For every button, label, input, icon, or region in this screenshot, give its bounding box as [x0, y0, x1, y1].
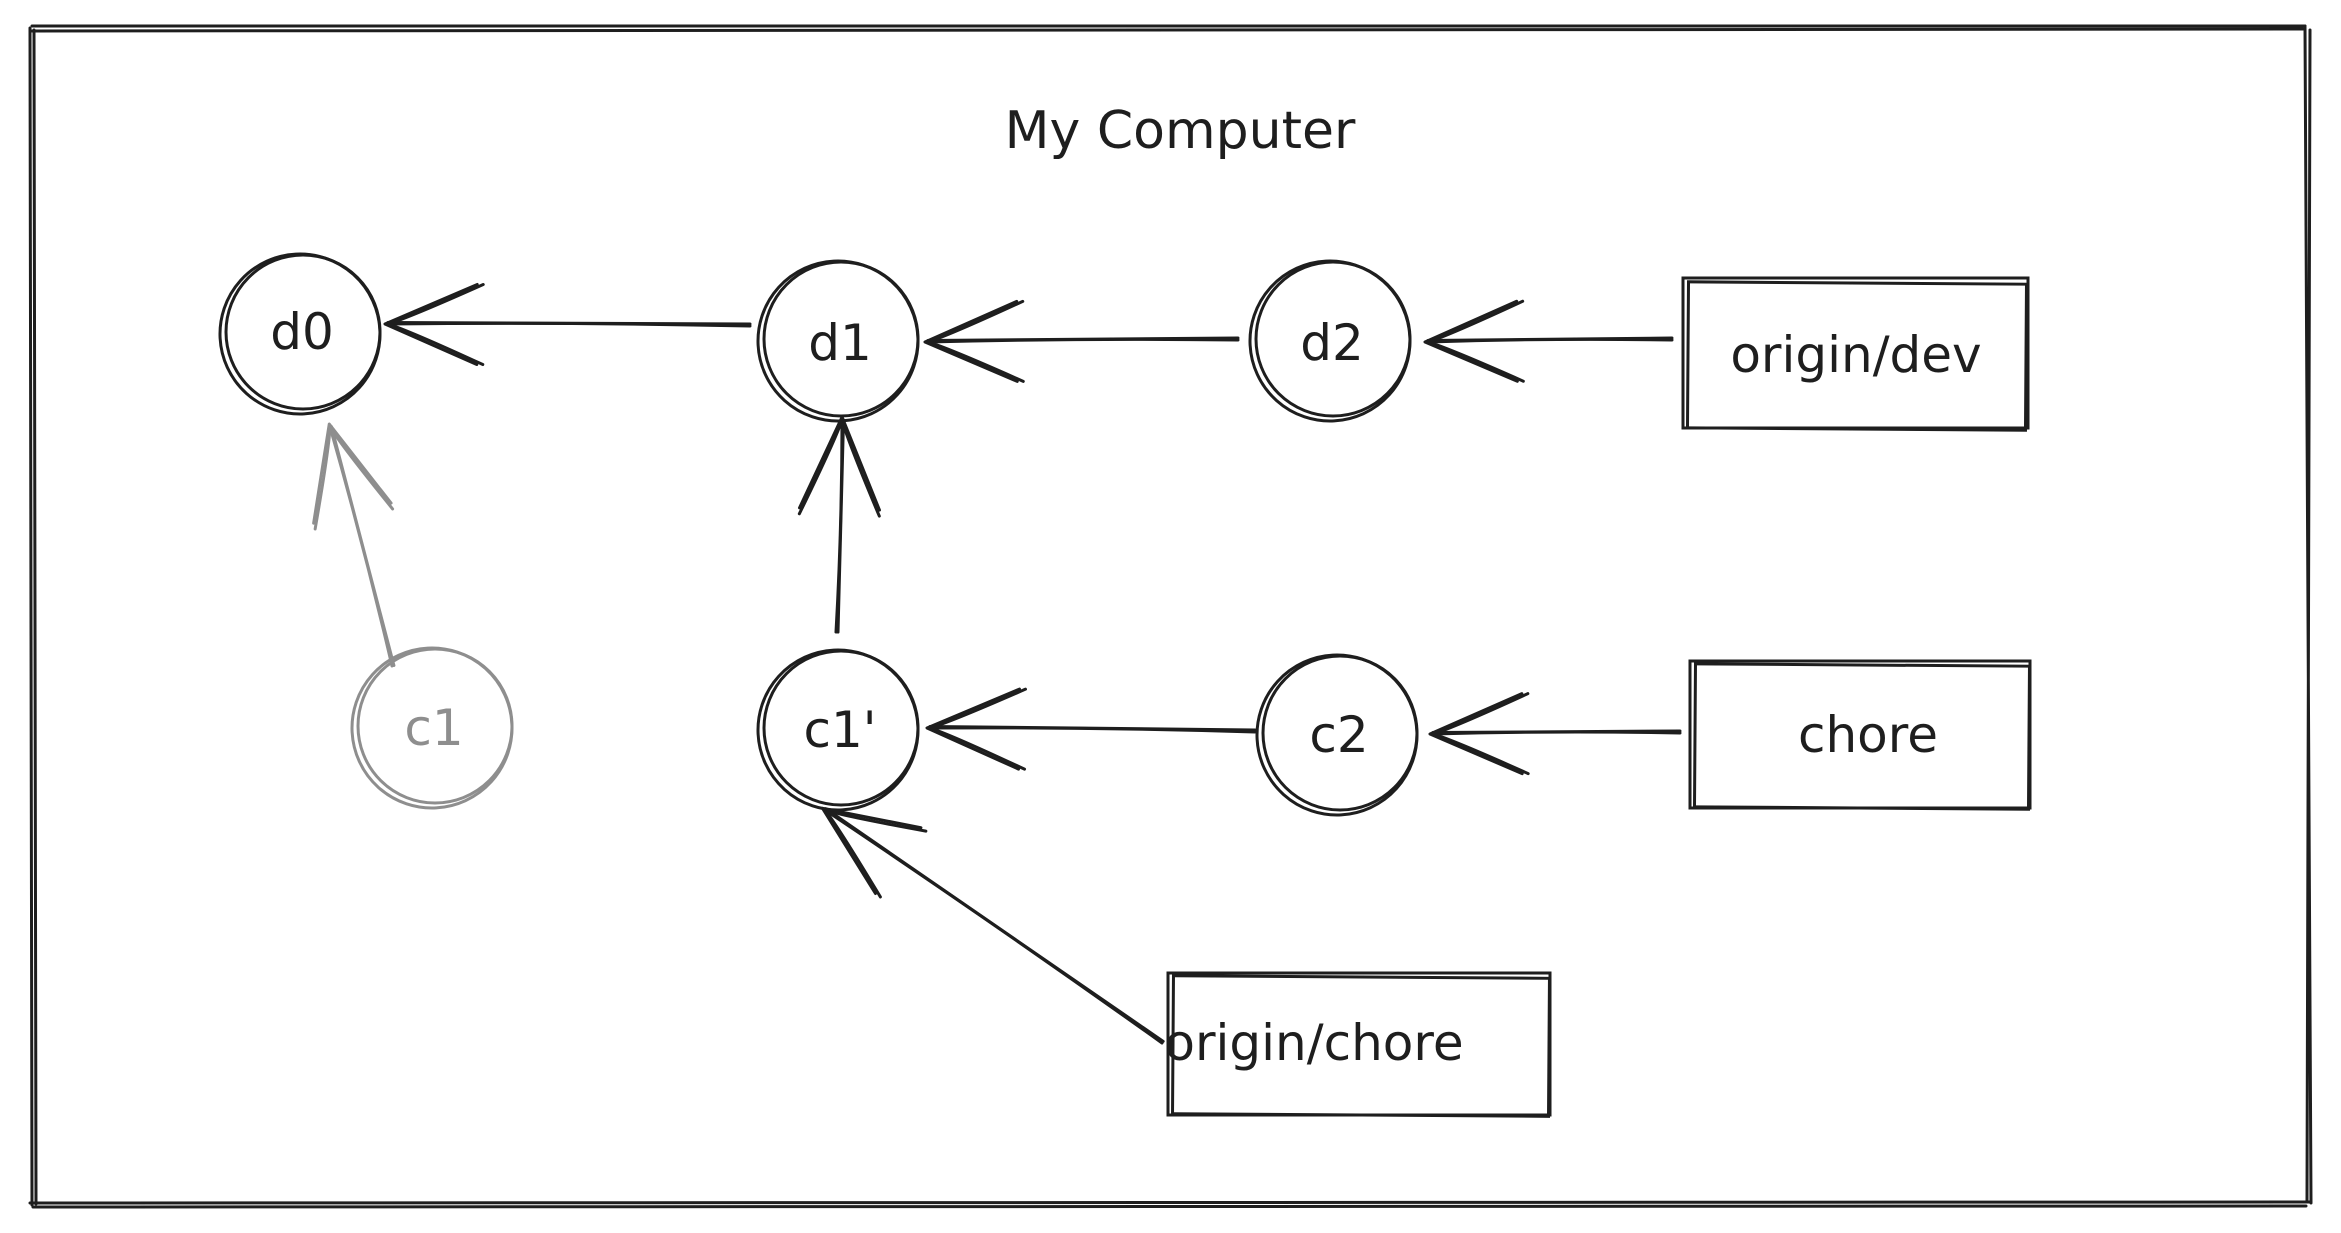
edge-origin-dev-to-d2	[1423, 299, 1674, 383]
commit-node-c2: c2	[1255, 653, 1419, 817]
edge-stroke	[1426, 336, 1674, 342]
edge-stroke	[928, 725, 1257, 732]
commit-label-d1: d1	[808, 314, 872, 372]
commit-node-d2: d2	[1248, 259, 1412, 423]
edge-stroke	[383, 282, 479, 366]
diagram-title: My Computer	[1005, 101, 1356, 161]
edge-stroke	[823, 808, 928, 899]
edge-origin-chore-to-c1p	[821, 806, 1165, 1045]
commit-node-c1-prime: c1'	[756, 648, 920, 812]
diagram-frame	[28, 24, 2313, 1209]
commit-label-c1-prime: c1'	[803, 701, 876, 759]
edges-layer	[312, 282, 1682, 1045]
edge-d2-to-d1	[923, 299, 1240, 383]
ref-box-chore: chore	[1688, 659, 2032, 811]
edge-d1-to-d0	[383, 282, 752, 367]
commit-node-d1: d1	[756, 259, 920, 423]
edge-stroke	[836, 418, 845, 634]
edge-stroke	[926, 336, 1240, 342]
edge-stroke	[329, 425, 396, 667]
edge-chore-to-c2	[1428, 692, 1682, 776]
edge-stroke	[923, 299, 1019, 383]
commit-label-d2: d2	[1300, 314, 1364, 372]
edge-stroke	[824, 807, 1165, 1043]
commit-label-d0: d0	[270, 303, 334, 361]
edge-stroke	[1431, 729, 1682, 734]
edge-stroke	[1423, 299, 1519, 383]
ref-label-chore: chore	[1798, 706, 1938, 764]
edge-stroke	[797, 415, 881, 512]
ref-box-origin-chore: origin/chore	[1164, 971, 1552, 1118]
commit-node-d0: d0	[218, 252, 382, 416]
edge-c1-to-d0	[312, 422, 396, 668]
commit-node-c1: c1	[350, 646, 514, 810]
ref-label-origin-dev: origin/dev	[1730, 326, 1981, 384]
edge-c2-to-c1p	[925, 687, 1257, 771]
ref-label-origin-chore: origin/chore	[1164, 1014, 1463, 1072]
edge-stroke	[823, 808, 1164, 1045]
ref-box-origin-dev: origin/dev	[1681, 276, 2030, 432]
edge-c1p-to-d1	[797, 415, 881, 634]
edge-stroke	[797, 418, 881, 518]
edge-stroke	[386, 321, 752, 326]
commit-label-c2: c2	[1309, 706, 1368, 764]
edge-stroke	[925, 687, 1021, 771]
edge-stroke	[1428, 692, 1524, 776]
edge-stroke	[312, 422, 393, 525]
commit-label-c1: c1	[404, 699, 463, 757]
